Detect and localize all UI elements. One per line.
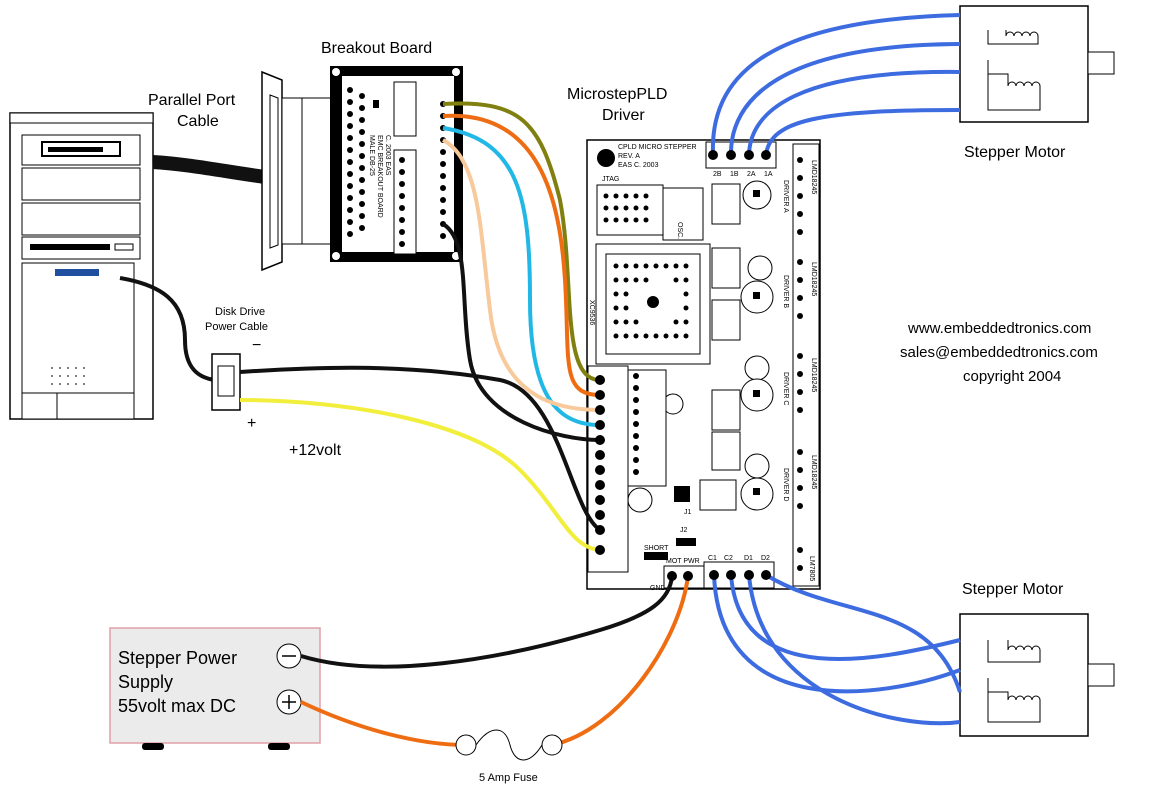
board-jtag: JTAG xyxy=(602,176,619,183)
pin-1b: 1B xyxy=(730,171,739,178)
label-psu-line2: Supply xyxy=(118,672,173,692)
label-plus: + xyxy=(247,415,256,432)
stepper-motor-bottom-icon xyxy=(959,613,1115,737)
orange-wire xyxy=(442,113,601,397)
label-driver-line1: MicrostepPLD xyxy=(567,86,667,103)
label-psu-line1: Stepper Power xyxy=(118,648,237,668)
top-motor-wires xyxy=(710,13,961,156)
label-power-cable: Power Cable xyxy=(205,321,268,333)
board-j1: J1 xyxy=(684,509,692,516)
board-rev: REV. A xyxy=(618,153,640,160)
breakout-line2: C. 2003 EAS xyxy=(384,135,391,176)
bottom-motor-pins: C1 C2 D1 D2 xyxy=(708,555,770,562)
driver-label-c: DRIVER C xyxy=(782,372,789,405)
driver-label-d: DRIVER D xyxy=(782,468,789,501)
label-disk-drive: Disk Drive xyxy=(215,306,265,318)
power-supply-icon xyxy=(109,627,321,750)
board-title: CPLD MICRO STEPPER xyxy=(618,144,697,151)
black-wire-signal xyxy=(441,222,601,442)
pin-d1: D1 xyxy=(744,555,753,562)
board-regulator: LM7805 xyxy=(808,556,815,581)
peach-wire xyxy=(441,138,601,412)
pin-2a: 2A xyxy=(747,171,756,178)
bottom-motor-wires xyxy=(712,573,962,726)
black-wire-gnd xyxy=(239,365,602,532)
molex-connector-icon xyxy=(211,353,241,411)
chip-label-c: LMD18245 xyxy=(810,358,817,392)
pin-2b: 2B xyxy=(713,171,722,178)
label-plus12: +12volt xyxy=(289,442,342,459)
chip-label-a: LMD18245 xyxy=(810,160,817,194)
orange-wire-fuse xyxy=(551,575,690,747)
pin-c2: C2 xyxy=(724,555,733,562)
top-motor-pins: 2B 1B 2A 1A xyxy=(713,171,773,178)
board-copy: EAS C. 2003 xyxy=(618,162,659,169)
label-stepper-bottom: Stepper Motor xyxy=(962,581,1064,598)
olive-wire xyxy=(442,101,601,382)
board-short: SHORT xyxy=(644,545,669,552)
pin-1a: 1A xyxy=(764,171,773,178)
cyan-wire xyxy=(442,126,601,427)
pin-c1: C1 xyxy=(708,555,717,562)
breakout-line3: MALE DB-25 xyxy=(368,135,375,176)
label-copyright: copyright 2004 xyxy=(963,368,1061,385)
label-minus: − xyxy=(252,337,261,354)
fuse-icon xyxy=(455,729,563,761)
label-stepper-top: Stepper Motor xyxy=(964,144,1066,161)
disk-power-cable xyxy=(119,276,216,382)
label-email: sales@embeddedtronics.com xyxy=(900,344,1098,361)
chip-label-b: LMD18245 xyxy=(810,262,817,296)
parallel-connector-icon xyxy=(261,70,333,272)
pin-d2: D2 xyxy=(761,555,770,562)
board-chip: XC9536 xyxy=(588,300,595,325)
orange-wire-psu xyxy=(300,700,467,747)
label-psu-line3: 55volt max DC xyxy=(118,696,236,716)
computer-tower-icon xyxy=(9,112,154,420)
driver-label-a: DRIVER A xyxy=(782,180,789,213)
board-gnd: GND xyxy=(650,585,666,592)
board-osc: OSC. xyxy=(676,222,683,239)
board-mot-pwr: MOT PWR xyxy=(666,558,700,565)
driver-label-b: DRIVER B xyxy=(782,275,789,308)
label-breakout-board: Breakout Board xyxy=(321,40,432,57)
yellow-wire-12v xyxy=(239,398,601,552)
label-driver-line2: Driver xyxy=(602,107,645,124)
label-cable: Cable xyxy=(177,113,219,130)
breakout-board-icon: EMC BREAKOUT BOARD C. 2003 EAS MALE DB-2… xyxy=(330,66,463,262)
label-parallel-port: Parallel Port xyxy=(148,92,236,109)
label-fuse: 5 Amp Fuse xyxy=(479,772,538,784)
driver-board-icon: CPLD MICRO STEPPER REV. A EAS C. 2003 JT… xyxy=(586,139,821,592)
stepper-motor-top-icon xyxy=(959,5,1115,123)
chip-label-d: LMD18245 xyxy=(810,455,817,489)
label-website: www.embeddedtronics.com xyxy=(907,320,1091,337)
breakout-line1: EMC BREAKOUT BOARD xyxy=(376,135,383,218)
driver-labels: DRIVER A DRIVER B DRIVER C DRIVER D LMD1… xyxy=(782,160,817,501)
black-wire-psu xyxy=(300,575,674,669)
board-j2: J2 xyxy=(680,527,688,534)
